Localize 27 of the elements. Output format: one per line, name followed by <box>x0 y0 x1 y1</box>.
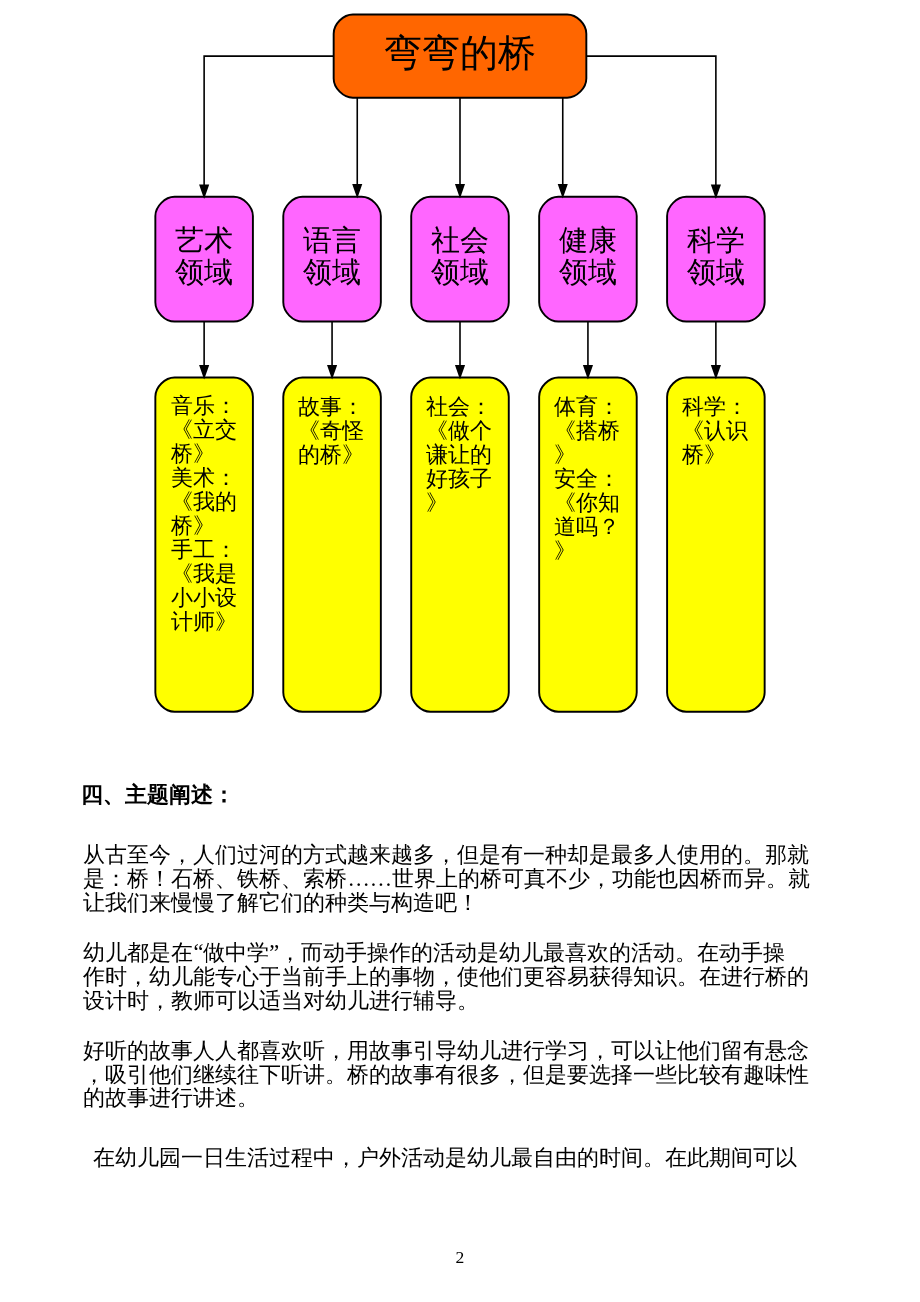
node-box: 语言领域 <box>282 195 382 323</box>
label: 2 <box>455 1247 465 1268</box>
arrow <box>585 55 721 199</box>
node-box: 社会领域 <box>410 195 510 323</box>
label: 在幼儿园一日生活过程中，户外活动是幼儿最自由的时间。在此期间可以 <box>92 1145 797 1171</box>
node-box: 弯弯的桥 <box>332 13 588 99</box>
arrow <box>710 321 721 380</box>
arrow <box>327 321 338 380</box>
arrow <box>582 321 593 380</box>
node-box: 艺术领域 <box>154 195 254 323</box>
node-box: 科学领域 <box>666 195 766 323</box>
arrow <box>557 96 568 199</box>
arrow <box>199 321 210 380</box>
node-box: 体育：《搭桥》 安全：《你知道吗？》 <box>538 376 638 713</box>
label: 幼儿都是在“做中学”，而动手操作的活动是幼儿最喜欢的活动。在动手操作时，幼儿能专心于当前手上的事物，使他们更容易获得知识。在进行桥的设计时，教师可以适当对幼儿进行辅导。 <box>83 939 810 1013</box>
arrow <box>454 96 466 199</box>
arrow <box>199 55 335 199</box>
arrow <box>352 96 363 199</box>
label: 好听的故事人人都喜欢听，用故事引导幼儿进行学习，可以让他们留有悬念，吸引他们继续往下听讲。桥的故事有很多，但是要选择一些比较有趣味性的故事进行讲述。 <box>83 1037 810 1111</box>
label: 从古至今，人们过河的方式越来越多，但是有一种却是最多人使用的。那就是：桥！石桥、铁桥、索桥……世界上的桥可真不少，功能也因桥而异。就让我们来慢慢了解它们的种类与构造吧！ <box>83 842 811 916</box>
node-box: 科学：《认识桥》 <box>666 376 766 713</box>
node-box: 健康领域 <box>538 195 638 323</box>
node-box: 社会：《做个谦让的好孩子》 <box>410 376 510 713</box>
arrow <box>454 321 466 380</box>
node-box: 故事：《奇怪的桥》 <box>282 376 382 713</box>
label: 四、主题阐述： <box>80 781 235 807</box>
node-box: 音乐：《立交桥》 美术：《我的桥》 手工：《我是小小设计师》 <box>154 376 254 713</box>
